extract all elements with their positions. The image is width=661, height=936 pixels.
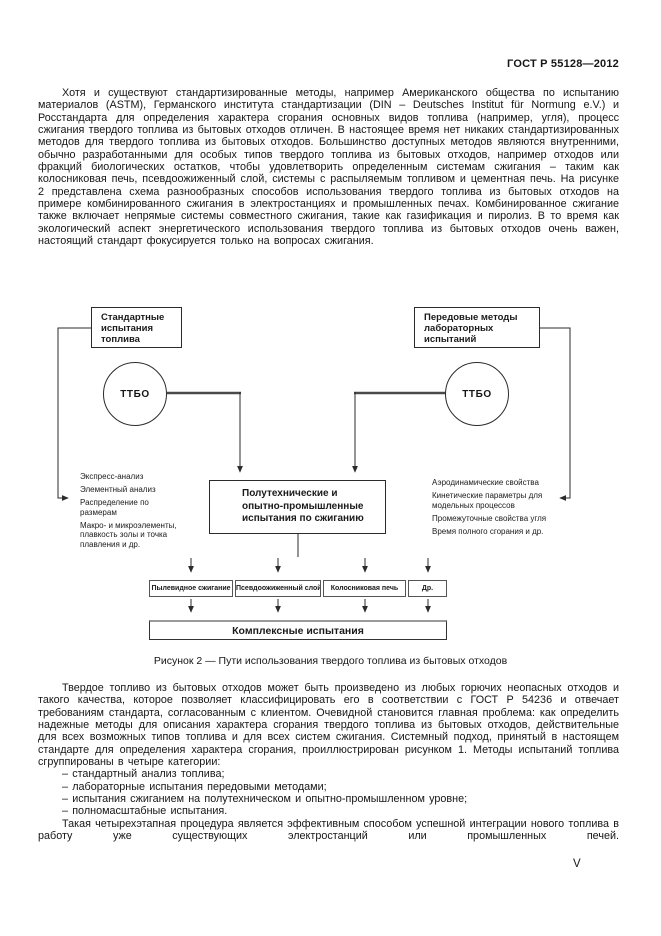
list-item: – лабораторные испытания передовыми мето… xyxy=(62,780,327,793)
paragraph-intro: Хотя и существуют стандартизированные ме… xyxy=(38,87,619,247)
paragraph-conclusion: Такая четырехэтапная процедура является … xyxy=(38,817,619,843)
list-item: – полномасштабные испытания. xyxy=(62,805,228,818)
list-item: Время полного сгорания и др. xyxy=(432,526,544,536)
list-item: – испытания сжиганием на полутехническом… xyxy=(62,793,468,806)
list-item: Кинетические параметры для модельных про… xyxy=(432,491,543,510)
figure-caption: Рисунок 2 — Пути использования твердого … xyxy=(153,655,508,667)
node-advanced-lab-methods: Передовые методы лабораторных испытаний xyxy=(414,307,540,348)
figure-2-diagram: Стандартные испытания топлива Передовые … xyxy=(0,300,661,652)
list-item: Экспресс-анализ xyxy=(80,472,144,481)
paragraph-classification: Твердое топливо из бытовых отходов может… xyxy=(38,682,619,769)
test-category-list: – стандартный анализ топлива; – лаборато… xyxy=(38,768,619,817)
list-item: – стандартный анализ топлива; xyxy=(62,768,225,781)
node-pilot-scale-tests: Полутехнические и опытно-промышленные ис… xyxy=(209,480,386,534)
lower-text-block: Твердое топливо из бытовых отходов может… xyxy=(38,682,619,842)
left-analysis-list: Экспресс-анализ Элементный анализ Распре… xyxy=(80,472,181,553)
node-complex-testing: Комплексные испытания xyxy=(149,620,447,640)
node-grate-furnace: Колосниковая печь xyxy=(323,580,406,597)
node-pulverized-combustion: Пылевидное сжигание xyxy=(149,580,233,597)
diagram-connector-lines xyxy=(57,327,571,613)
node-ttbo-right: ТТБО xyxy=(445,362,509,426)
list-item: Макро- и микроэлементы, плавкость золы и… xyxy=(80,520,177,550)
node-standard-fuel-tests: Стандартные испытания топлива xyxy=(91,307,182,348)
page-number: V xyxy=(573,858,581,870)
standard-number-header: ГОСТ Р 55128—2012 xyxy=(507,58,619,70)
node-fluidized-bed: Псевдоожиженный слой xyxy=(235,580,321,597)
node-ttbo-left: ТТБО xyxy=(103,362,167,426)
list-item: Элементный анализ xyxy=(80,485,156,495)
node-other: Др. xyxy=(408,580,447,597)
list-item: Распределение по размерам xyxy=(80,498,149,517)
list-item: Промежуточные свойства угля xyxy=(432,513,547,523)
list-item: Аэродинамические свойства xyxy=(432,478,539,487)
right-properties-list: Аэродинамические свойства Кинетические п… xyxy=(432,478,558,540)
paragraph-text: Хотя и существуют стандартизированные ме… xyxy=(38,87,619,248)
